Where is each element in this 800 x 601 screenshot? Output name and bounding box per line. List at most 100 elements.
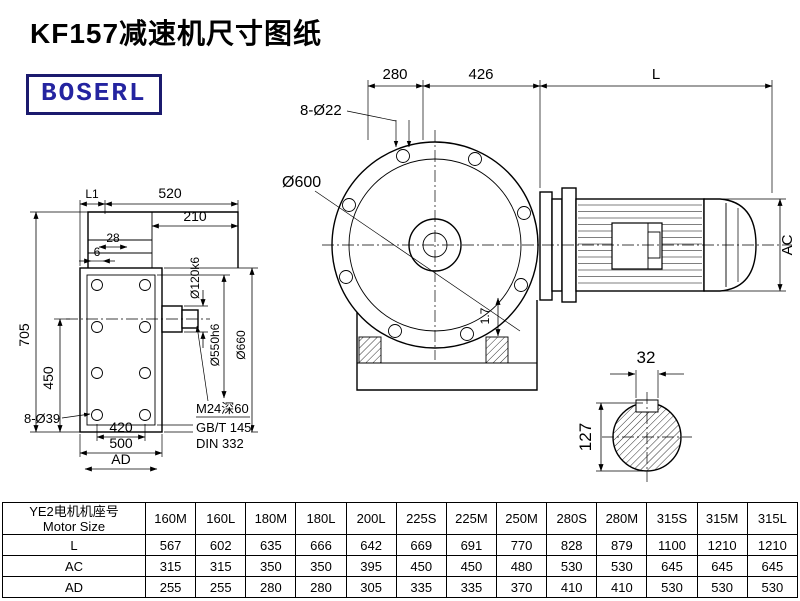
table-cell: 530 — [646, 576, 698, 598]
dim-520-label: 520 — [158, 185, 182, 201]
column-header: 225M — [445, 502, 497, 535]
column-header: 180M — [245, 502, 297, 535]
table-cell: 770 — [495, 534, 548, 556]
flange-dia-label: Ø600 — [282, 174, 321, 191]
table-cell: 1100 — [646, 534, 698, 556]
tap-note-line1: M24深60 — [196, 401, 249, 416]
table-cell: 1210 — [696, 534, 748, 556]
column-header: 160L — [195, 502, 247, 535]
dim-210-label: 210 — [183, 208, 207, 224]
top-dimensions: 280 426 L — [367, 66, 773, 193]
column-header: 160M — [144, 502, 197, 535]
motor-size-header: YE2电机机座号 Motor Size — [2, 502, 146, 535]
column-header: 315M — [696, 502, 748, 535]
table-cell: 255 — [144, 576, 197, 598]
column-header: 280S — [546, 502, 598, 535]
side-view: L1 520 210 28 6 705 450 8-Ø39 420 500 — [16, 185, 258, 472]
flange-bolt-callout: 8-Ø22 — [300, 102, 412, 148]
table-cell: 642 — [345, 534, 397, 556]
table-cell: 530 — [696, 576, 748, 598]
bolt-callout-side-label: 8-Ø39 — [24, 411, 60, 426]
dim-length-label: L — [652, 66, 660, 83]
table-cell: 666 — [295, 534, 347, 556]
table-row-l: L 567 602 635 666 642 669 691 770 828 87… — [2, 534, 799, 556]
table-cell: 828 — [546, 534, 598, 556]
table-cell: 567 — [144, 534, 197, 556]
mounting-flange-face — [79, 267, 163, 433]
dim-500-label: 500 — [109, 435, 133, 451]
dim-6-label: 6 — [94, 245, 101, 259]
shaft-dia-label: Ø120k6 — [188, 257, 202, 299]
table-cell: 635 — [245, 534, 297, 556]
row-label: L — [2, 534, 146, 556]
table-cell: 450 — [445, 555, 497, 577]
table-cell: 879 — [596, 534, 648, 556]
technical-drawing: Ø600 1.7 280 426 L 8-Ø22 — [16, 66, 796, 482]
column-header: 225S — [395, 502, 447, 535]
table-cell: 315 — [195, 555, 247, 577]
page-title: KF157减速机尺寸图纸 — [30, 18, 323, 49]
tap-note-line2: GB/T 145 — [196, 420, 251, 435]
spigot-dia-label: Ø550h6 — [208, 323, 222, 366]
tap-note-line3: DIN 332 — [196, 436, 244, 451]
motor-size-header-en: Motor Size — [42, 518, 106, 534]
table-row-ad: AD 255 255 280 280 305 335 335 370 410 4… — [2, 576, 799, 598]
table-cell: 370 — [495, 576, 548, 598]
dimension-table: YE2电机机座号 Motor Size 160M 160L 180M 180L … — [2, 502, 799, 598]
table-header-row: YE2电机机座号 Motor Size 160M 160L 180M 180L … — [2, 502, 799, 535]
flange-bolt-holes — [339, 149, 531, 341]
shaft-section-view: 32 127 — [576, 348, 692, 482]
column-header: 315S — [646, 502, 698, 535]
table-cell: 350 — [295, 555, 347, 577]
dim-705-label: 705 — [16, 323, 32, 347]
table-cell: 410 — [546, 576, 598, 598]
table-cell: 450 — [395, 555, 447, 577]
column-header: 180L — [295, 502, 347, 535]
brand-logo: BOSERL — [26, 74, 162, 115]
table-cell: 350 — [245, 555, 297, 577]
table-cell: 395 — [345, 555, 397, 577]
table-cell: 645 — [746, 555, 799, 577]
table-cell: 335 — [445, 576, 497, 598]
table-cell: 410 — [596, 576, 648, 598]
table-cell: 530 — [596, 555, 648, 577]
table-cell: 645 — [646, 555, 698, 577]
dim-32-label: 32 — [637, 348, 656, 367]
front-view: Ø600 1.7 — [282, 130, 539, 391]
row-label: AD — [2, 576, 146, 598]
dim-127-label: 127 — [576, 423, 595, 451]
dim-28-label: 28 — [106, 231, 120, 245]
table-cell: 480 — [495, 555, 548, 577]
table-cell: 255 — [195, 576, 247, 598]
table-cell: 530 — [546, 555, 598, 577]
dim-l1-label: L1 — [85, 187, 99, 201]
table-cell: 315 — [144, 555, 197, 577]
dim-ad-label: AD — [111, 451, 130, 467]
column-header: 200L — [345, 502, 397, 535]
table-cell: 335 — [395, 576, 447, 598]
table-cell: 530 — [746, 576, 799, 598]
table-cell: 645 — [696, 555, 748, 577]
dim-420-label: 420 — [109, 419, 133, 435]
table-cell: 691 — [445, 534, 497, 556]
flange-dia-side-label: Ø660 — [234, 330, 248, 360]
flange-face-bolt-holes — [91, 279, 151, 421]
housing-foot-hatch — [358, 336, 382, 364]
table-row-ac: AC 315 315 350 350 395 450 450 480 530 5… — [2, 555, 799, 577]
motor-view: AC — [322, 187, 796, 303]
housing-foot-hatch — [485, 336, 509, 364]
table-cell: 280 — [295, 576, 347, 598]
motor-ac-label: AC — [779, 234, 796, 255]
motor-size-header-cn: YE2电机机座号 — [29, 503, 119, 519]
row-label: AC — [2, 555, 146, 577]
brand-logo-text: BOSERL — [41, 78, 147, 108]
dim-426-label: 426 — [468, 66, 493, 83]
table-cell: 669 — [395, 534, 447, 556]
column-header: 250M — [495, 502, 548, 535]
table-cell: 602 — [195, 534, 247, 556]
table-cell: 305 — [345, 576, 397, 598]
column-header: 280M — [596, 502, 648, 535]
dim-280-label: 280 — [382, 66, 407, 83]
dim-450-label: 450 — [40, 366, 56, 390]
column-header: 315L — [746, 502, 799, 535]
